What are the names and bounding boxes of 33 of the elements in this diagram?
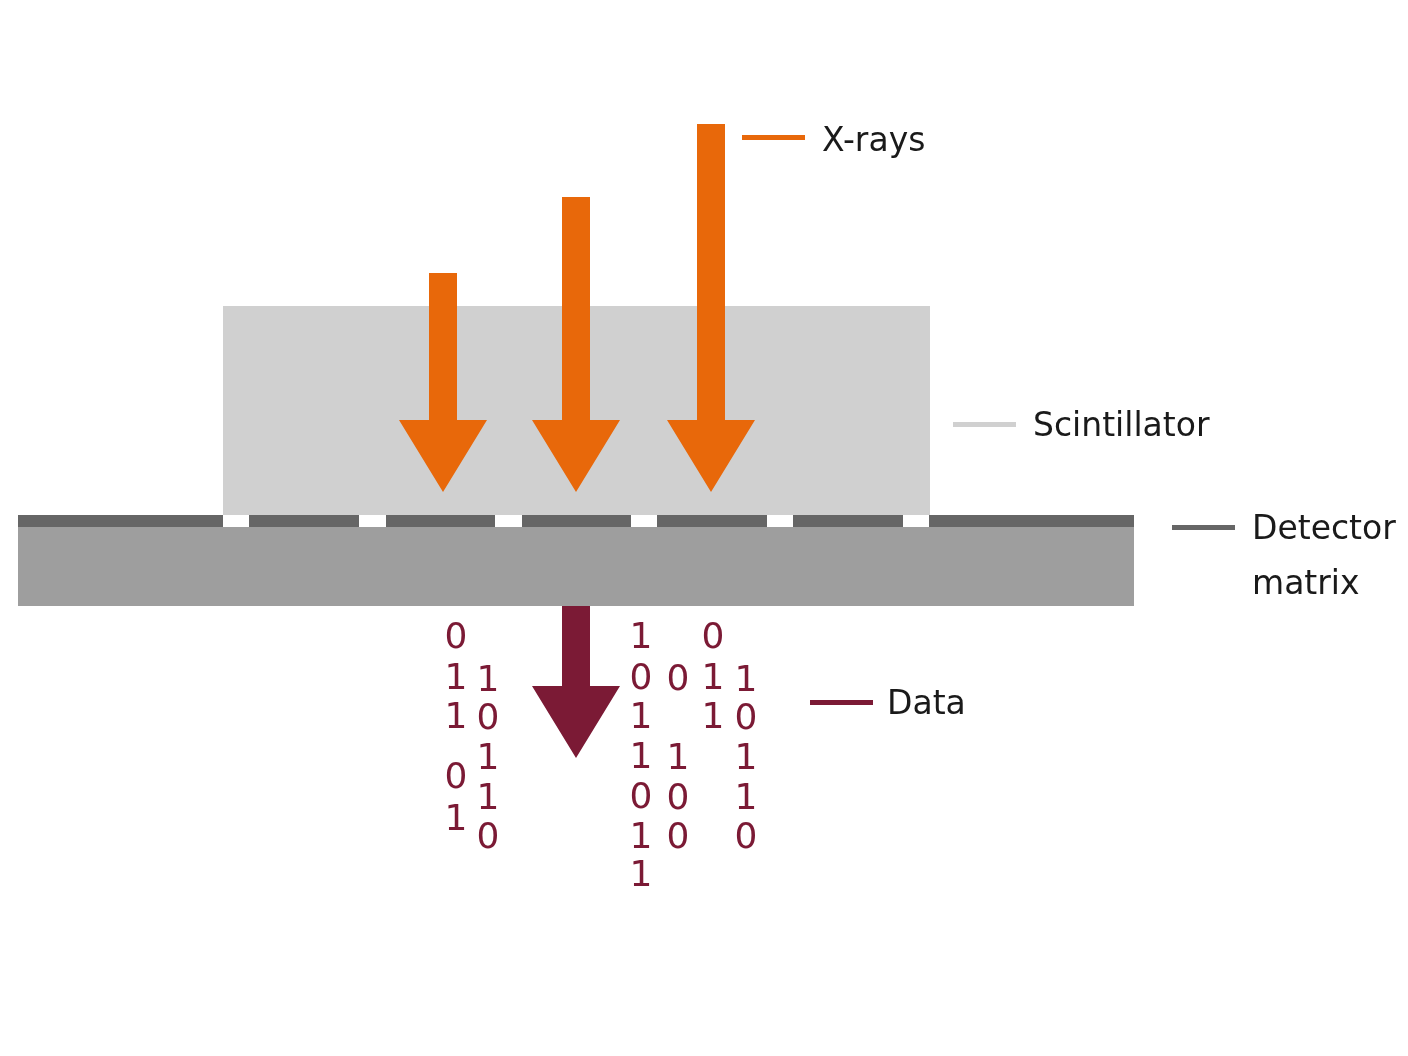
binary-digit: 1 — [734, 739, 758, 775]
legend-label: Detector matrix — [1252, 507, 1397, 604]
binary-digit: 1 — [629, 698, 653, 734]
binary-digit: 1 — [444, 659, 468, 695]
binary-digit: 0 — [629, 778, 653, 814]
legend-label: X-rays — [822, 119, 927, 161]
binary-digit: 0 — [666, 779, 690, 815]
binary-digit: 0 — [629, 659, 653, 695]
binary-digit: 1 — [476, 739, 500, 775]
legend-label: Data — [887, 682, 967, 724]
binary-digit: 0 — [476, 818, 500, 854]
binary-digit: 1 — [476, 661, 500, 697]
binary-digit: 1 — [629, 818, 653, 854]
binary-digit: 0 — [701, 618, 725, 654]
binary-digit: 0 — [666, 660, 690, 696]
binary-digit: 1 — [701, 698, 725, 734]
binary-digit: 0 — [734, 818, 758, 854]
binary-digit: 0 — [734, 699, 758, 735]
binary-digit: 1 — [666, 739, 690, 775]
binary-digit: 0 — [476, 699, 500, 735]
legend-label: Scintillator — [1033, 404, 1211, 446]
binary-digit: 1 — [629, 618, 653, 654]
binary-digit: 0 — [444, 758, 468, 794]
binary-digit: 1 — [444, 698, 468, 734]
binary-digit: 1 — [444, 800, 468, 836]
binary-digit: 1 — [734, 779, 758, 815]
binary-digit: 0 — [666, 818, 690, 854]
binary-digit: 1 — [629, 856, 653, 892]
binary-digit: 1 — [734, 661, 758, 697]
binary-digit: 0 — [444, 618, 468, 654]
binary-digit: 1 — [701, 659, 725, 695]
binary-digit: 1 — [629, 738, 653, 774]
binary-digit: 1 — [476, 779, 500, 815]
